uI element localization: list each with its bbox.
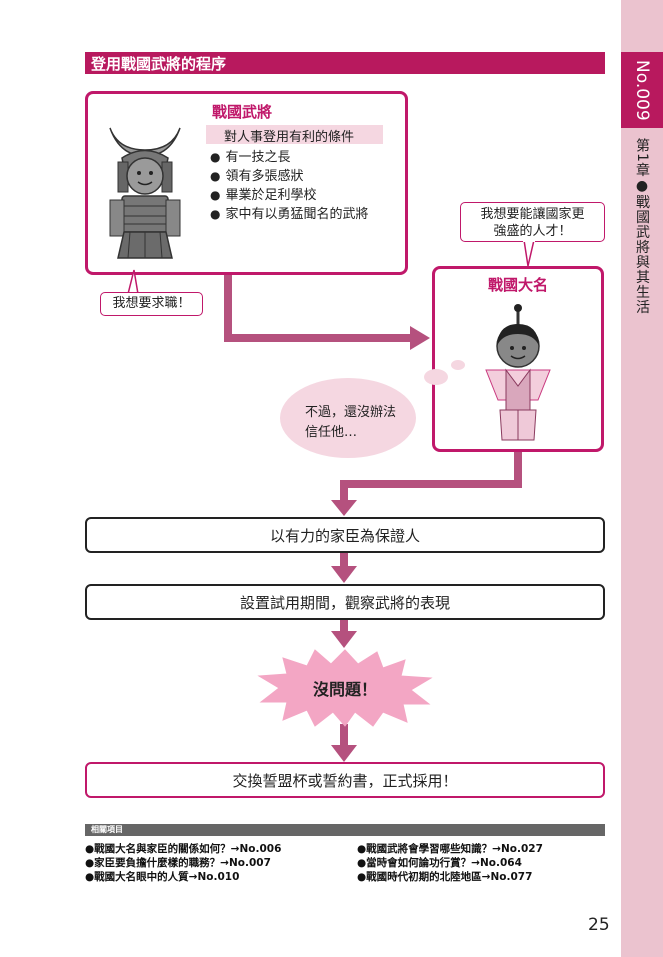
step-guarantor: 以有力的家臣為保證人 xyxy=(85,517,605,553)
daimyo-speech-line2: 強盛的人才！ xyxy=(493,224,572,239)
connector-final xyxy=(340,724,348,752)
page-number: 25 xyxy=(588,915,610,935)
side-tab xyxy=(621,0,663,957)
burst-text: 沒問題！ xyxy=(312,680,377,699)
thought-line2: 信任他… xyxy=(305,425,358,440)
connector-burst xyxy=(340,620,348,634)
samurai-illustration-icon xyxy=(109,127,181,259)
condition-item: 家中有以勇猛聞名的武將 xyxy=(210,205,368,224)
connector-step1-down xyxy=(340,480,348,504)
section-title-bar: 登用戰國武將的程序 xyxy=(85,52,605,74)
related-link[interactable]: 當時會如何論功行賞？→No.064 xyxy=(357,856,543,870)
thought-line1: 不過，還沒辦法 xyxy=(305,405,397,420)
condition-item: 領有多張感狀 xyxy=(210,167,369,186)
connector-left xyxy=(340,480,522,488)
related-link[interactable]: 戰國武將會學習哪些知識？→No.027 xyxy=(357,842,543,856)
side-number-badge: No.009 xyxy=(621,52,663,128)
arrowhead-right xyxy=(410,326,430,350)
thought-text: 不過，還沒辦法 信任他… xyxy=(305,403,396,443)
section-title: 登用戰國武將的程序 xyxy=(91,55,227,73)
conditions-title-bar: 對人事登用有利的條件 xyxy=(206,125,383,145)
related-link[interactable]: 戰國時代初期的北陸地區→No.077 xyxy=(357,870,543,884)
side-number: No.009 xyxy=(632,59,652,121)
connector-down xyxy=(224,272,232,342)
related-link[interactable]: 戰國大名與家臣的關係如何？→No.006 xyxy=(85,842,281,856)
connector-daimyo-down xyxy=(514,450,522,488)
thought-bubble-shape xyxy=(280,360,465,458)
arrowhead-step1 xyxy=(331,500,357,516)
conditions-title: 對人事登用有利的條件 xyxy=(224,130,355,145)
step-trial-period: 設置試用期間，觀察武將的表現 xyxy=(85,584,605,620)
samurai-heading: 戰國武將 xyxy=(212,103,273,121)
arrowhead-final xyxy=(331,745,357,762)
condition-item: 有一技之長 xyxy=(210,148,369,167)
speech-tail-daimyo xyxy=(523,240,535,267)
connector-step2 xyxy=(340,553,348,569)
daimyo-speech-bubble: 我想要能讓國家更 強盛的人才！ xyxy=(460,202,605,242)
daimyo-speech-line1: 我想要能讓國家更 xyxy=(480,207,585,222)
related-list-left: 戰國大名與家臣的關係如何？→No.006 家臣要負擔什麼樣的職務？→No.007… xyxy=(85,842,281,884)
related-link[interactable]: 戰國大名眼中的人質→No.010 xyxy=(85,870,281,884)
samurai-speech-bubble: 我想要求職！ xyxy=(100,292,203,316)
arrowhead-step2 xyxy=(331,566,357,583)
related-link[interactable]: 家臣要負擔什麼樣的職務？→No.007 xyxy=(85,856,281,870)
condition-item: 畢業於足利學校 xyxy=(210,186,369,205)
step-formal-hire: 交換誓盟杯或誓約書，正式採用！ xyxy=(85,762,605,798)
arrowhead-burst xyxy=(331,631,357,648)
burst-shape xyxy=(257,649,433,727)
conditions-list: 有一技之長 領有多張感狀 畢業於足利學校 家中有以勇猛聞名的武將 xyxy=(210,148,369,224)
related-label: 相關項目 xyxy=(91,825,123,834)
daimyo-heading: 戰國大名 xyxy=(487,276,548,294)
connector-right xyxy=(224,334,414,342)
side-chapter-title: 第1章●戰國武將與其生活 xyxy=(634,138,650,315)
related-list-right: 戰國武將會學習哪些知識？→No.027 當時會如何論功行賞？→No.064 戰國… xyxy=(357,842,543,884)
daimyo-illustration-icon xyxy=(485,304,551,441)
related-bar: 相關項目 xyxy=(85,824,605,836)
